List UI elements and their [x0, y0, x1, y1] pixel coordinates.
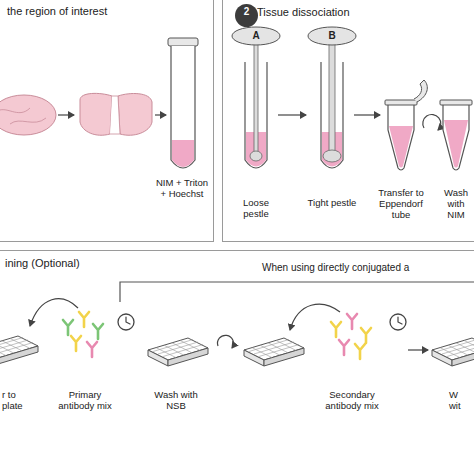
pestle-letter: B	[325, 30, 339, 42]
reagent-label: NIM + Triton + Hoechst	[152, 178, 212, 200]
well-plate	[432, 338, 474, 366]
transfer-arrow	[290, 304, 340, 330]
step-label: W wit	[449, 390, 469, 412]
panel-title: ining (Optional)	[5, 257, 80, 269]
wash-cycle-arrow	[218, 335, 234, 348]
homogenizer-tube	[168, 38, 198, 168]
step-number: 2	[235, 4, 258, 27]
step-label: Transfer to Eppendorf tube	[373, 188, 429, 221]
transfer-arrow	[30, 299, 78, 326]
step-arrow	[408, 349, 428, 350]
step-label: Primary antibody mix	[54, 390, 116, 412]
well-plate	[148, 338, 208, 366]
pestle-letter: A	[249, 30, 263, 42]
panel-title: Tissue dissociation	[257, 6, 350, 18]
step-label: r to plate	[2, 390, 26, 412]
wash-cycle-arrow	[423, 114, 441, 130]
eppendorf-tube	[385, 80, 427, 170]
loose-pestle	[232, 27, 280, 168]
incubation-clock	[118, 314, 134, 330]
eppendorf-tube	[440, 100, 472, 170]
incubation-clock	[390, 314, 406, 330]
tight-pestle	[308, 27, 356, 168]
step-number-text: 2	[235, 4, 258, 19]
step-arrow	[354, 114, 380, 115]
panel-title: the region of interest	[7, 5, 107, 17]
step-arrow	[278, 114, 306, 115]
brain-illustration	[0, 93, 166, 135]
step-label: Secondary antibody mix	[319, 390, 385, 412]
bypass-line	[120, 282, 474, 302]
well-plate	[0, 336, 38, 364]
secondary-antibodies	[331, 314, 371, 359]
step-label: Wash with NIM	[439, 188, 473, 221]
note-label: When using directly conjugated a	[262, 262, 409, 274]
step-label: Loose pestle	[231, 198, 281, 220]
step-panel: ining (Optional)	[0, 250, 474, 474]
step-label: Wash with NSB	[151, 390, 201, 412]
primary-antibodies	[63, 312, 103, 357]
step-panel: the region of interest	[0, 0, 214, 242]
step-label: Tight pestle	[307, 198, 357, 209]
well-plate	[244, 338, 304, 366]
